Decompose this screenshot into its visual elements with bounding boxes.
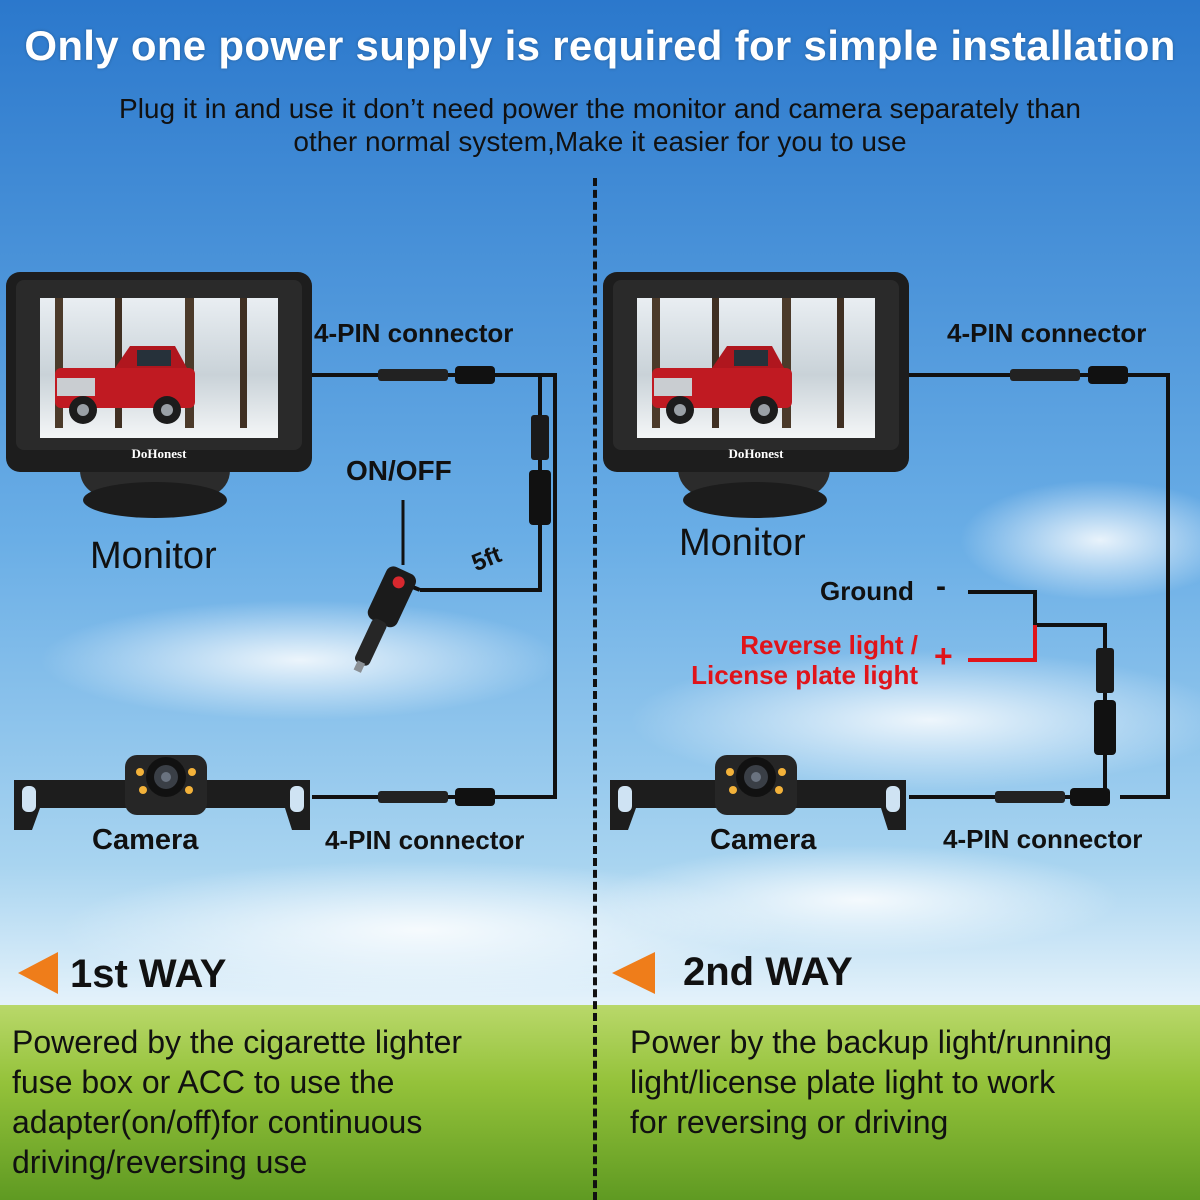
left-top-connector-icon bbox=[378, 366, 495, 384]
right-camera-label: Camera bbox=[710, 824, 817, 856]
left-inline-plug-icon bbox=[529, 415, 551, 525]
left-monitor-brand: DoHonest bbox=[132, 446, 188, 461]
right-bottom-connector-label: 4-PIN connector bbox=[943, 824, 1143, 854]
left-way-description: Powered by the cigarette lighter fuse bo… bbox=[12, 1022, 582, 1182]
ground-label: Ground bbox=[820, 576, 914, 606]
left-monitor bbox=[6, 272, 312, 518]
page-title: Only one power supply is required for si… bbox=[24, 22, 1176, 69]
right-inline-plug-icon bbox=[1094, 648, 1116, 755]
left-bottom-connector-icon bbox=[378, 788, 495, 806]
left-desc-line: fuse box or ACC to use the bbox=[12, 1064, 395, 1100]
left-wiring bbox=[312, 373, 557, 799]
cigarette-lighter-adapter-icon bbox=[353, 500, 421, 673]
right-top-connector-icon bbox=[1010, 366, 1128, 384]
left-top-connector-label: 4-PIN connector bbox=[314, 318, 514, 348]
left-desc-line: driving/reversing use bbox=[12, 1144, 308, 1180]
left-camera bbox=[14, 755, 310, 830]
left-way-arrow-icon bbox=[18, 952, 58, 994]
right-desc-line: light/license plate light to work bbox=[630, 1064, 1056, 1100]
subtitle-line-2: other normal system,Make it easier for y… bbox=[293, 126, 907, 157]
left-bottom-connector-label: 4-PIN connector bbox=[325, 825, 525, 855]
left-camera-label: Camera bbox=[92, 824, 199, 856]
right-camera bbox=[610, 755, 906, 830]
page-subtitle: Plug it in and use it don’t need power t… bbox=[40, 92, 1160, 158]
left-way-title: 1st WAY bbox=[70, 952, 227, 996]
reverse-light-label-line-2: License plate light bbox=[691, 660, 918, 690]
right-wiring bbox=[909, 373, 1170, 799]
right-monitor-brand: DoHonest bbox=[729, 446, 785, 461]
right-way-arrow-icon bbox=[612, 952, 655, 994]
left-desc-line: adapter(on/off)for continuous bbox=[12, 1104, 423, 1140]
left-desc-line: Powered by the cigarette lighter bbox=[12, 1024, 463, 1060]
right-top-connector-label: 4-PIN connector bbox=[947, 318, 1147, 348]
right-desc-line: for reversing or driving bbox=[630, 1104, 949, 1140]
right-way-description: Power by the backup light/running light/… bbox=[630, 1022, 1198, 1142]
subtitle-line-1: Plug it in and use it don’t need power t… bbox=[119, 93, 1081, 124]
on-off-label: ON/OFF bbox=[346, 455, 452, 486]
right-desc-line: Power by the backup light/running bbox=[630, 1024, 1113, 1060]
positive-sign: + bbox=[934, 638, 953, 674]
right-way-title: 2nd WAY bbox=[683, 950, 853, 994]
panel-divider bbox=[593, 178, 597, 1200]
ground-sign: - bbox=[936, 570, 946, 603]
right-monitor-label: Monitor bbox=[679, 522, 806, 564]
reverse-light-label-line-1: Reverse light / bbox=[740, 630, 918, 660]
right-monitor bbox=[603, 272, 909, 518]
right-bottom-connector-icon bbox=[995, 788, 1110, 806]
left-monitor-label: Monitor bbox=[90, 535, 217, 577]
